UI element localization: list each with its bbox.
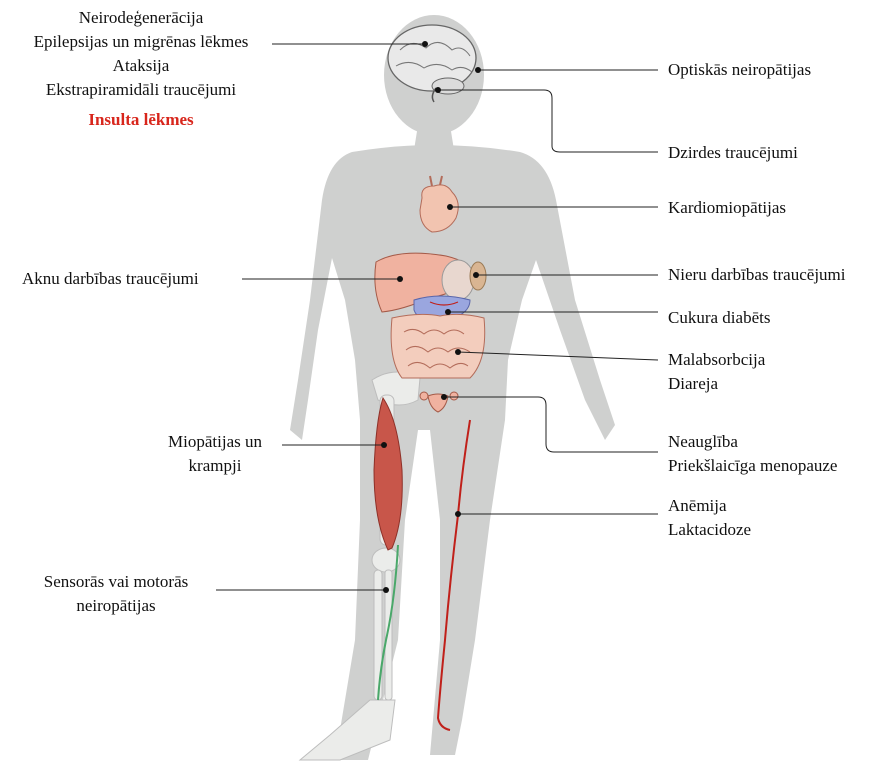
label-liver-dysfunction: Aknu darbības traucējumi [22, 267, 199, 291]
label-extrapyramidal: Ekstrapiramidāli traucējumi [8, 78, 274, 102]
label-myopathy: Miopātijas un [148, 430, 282, 454]
nerve-labels: Sensorās vai motorās neiropātijas [16, 570, 216, 618]
label-early-menopause: Priekšlaicīga menopauze [668, 454, 837, 478]
intestine-illustration [391, 314, 485, 378]
pointer-dot-hearing [435, 87, 441, 93]
label-ataxia: Ataksija [8, 54, 274, 78]
pointer-dot-heart [447, 204, 453, 210]
pointer-dot-brain [422, 41, 428, 47]
label-cardiomyopathy: Kardiomiopātijas [668, 196, 786, 220]
label-sensory-motor: Sensorās vai motorās [16, 570, 216, 594]
label-neuropathy: neiropātijas [16, 594, 216, 618]
label-epilepsy-migraine: Epilepsijas un migrēnas lēkmes [8, 30, 274, 54]
pointer-dot-reproductive [441, 394, 447, 400]
label-malabsorption: Malabsorbcija [668, 348, 765, 372]
reproductive-labels: Neauglība Priekšlaicīga menopauze [668, 430, 837, 478]
label-lactic-acidosis: Laktacidoze [668, 518, 751, 542]
label-kidney-dysfunction: Nieru darbības traucējumi [668, 263, 846, 287]
label-anemia: Anēmija [668, 494, 751, 518]
body-silhouette [290, 15, 615, 760]
brain-labels: Neirodeģenerācija Epilepsijas un migrēna… [8, 6, 274, 132]
pointer-dot-blood [455, 511, 461, 517]
pointer-dot-optic [475, 67, 481, 73]
pointer-dot-liver [397, 276, 403, 282]
pointer-dot-gut [455, 349, 461, 355]
label-diarrhea: Diareja [668, 372, 765, 396]
gut-labels: Malabsorbcija Diareja [668, 348, 765, 396]
label-neurodegeneration: Neirodeģenerācija [8, 6, 274, 30]
pointer-dot-muscle [381, 442, 387, 448]
pointer-dot-diabetes [445, 309, 451, 315]
label-stroke-episodes: Insulta lēkmes [8, 108, 274, 132]
pointer-dot-nerve [383, 587, 389, 593]
label-diabetes: Cukura diabēts [668, 306, 770, 330]
blood-labels: Anēmija Laktacidoze [668, 494, 751, 542]
label-cramps: krampji [148, 454, 282, 478]
label-infertility: Neauglība [668, 430, 837, 454]
label-hearing-disorders: Dzirdes traucējumi [668, 141, 798, 165]
muscle-labels: Miopātijas un krampji [148, 430, 282, 478]
label-optic-neuropathy: Optiskās neiropātijas [668, 58, 811, 82]
pointer-dot-kidney [473, 272, 479, 278]
